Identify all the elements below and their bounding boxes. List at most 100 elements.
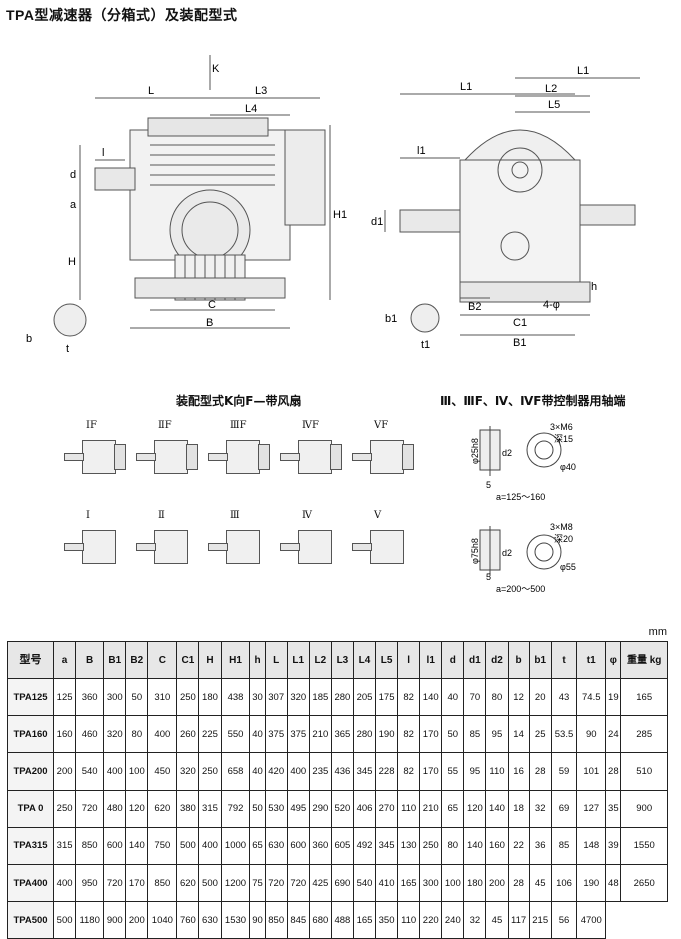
reducer-box [298, 440, 332, 474]
table-cell: 24 [605, 715, 622, 754]
table-cell: 170 [419, 752, 443, 791]
fan-cover [186, 444, 198, 470]
table-cell: 110 [397, 901, 421, 939]
table-cell: 50 [441, 715, 465, 754]
table-cell: 39 [605, 826, 622, 865]
table-cell: 4700 [576, 901, 607, 939]
table-cell: 436 [330, 752, 354, 791]
table-cell: 375 [286, 715, 310, 754]
table-cell: 36 [528, 826, 552, 865]
reducer-box [82, 530, 116, 564]
dim-b: b [26, 333, 32, 345]
lower-depth: 深20 [554, 534, 573, 544]
shaft [208, 453, 228, 461]
table-cell: 32 [528, 789, 552, 828]
table-cell: 40 [249, 752, 266, 791]
table-cell: 228 [375, 752, 399, 791]
reducer-box [226, 530, 260, 564]
dim-l: l [102, 147, 104, 159]
table-cell: 280 [330, 677, 354, 717]
assembly-type-label: Ⅲ [230, 510, 240, 521]
model-cell: TPA160 [6, 715, 55, 754]
table-cell: 792 [220, 789, 251, 828]
table-cell: 420 [264, 752, 288, 791]
assembly-type-label: Ⅱ [158, 510, 165, 521]
table-cell: 690 [330, 863, 354, 903]
shaft [136, 453, 156, 461]
table-cell: 1550 [620, 826, 668, 865]
table-cell: 160 [485, 826, 509, 865]
fan-cover [114, 444, 126, 470]
table-cell: 140 [125, 826, 149, 865]
table-cell: 170 [125, 863, 149, 903]
lower-range: a=200～500 [496, 584, 545, 594]
column-header: B [75, 641, 105, 679]
lower-d2: d2 [502, 548, 512, 558]
table-cell: 200 [53, 752, 77, 791]
table-cell: 160 [53, 715, 77, 754]
table-cell: 175 [375, 677, 399, 717]
table-cell: 320 [286, 677, 310, 717]
table-cell: 495 [286, 789, 310, 828]
lower-pcd: φ55 [560, 562, 576, 572]
table-cell: 1530 [220, 901, 251, 939]
table-cell: 225 [198, 715, 222, 754]
table-cell: 43 [550, 677, 578, 717]
assembly-type-label: Ⅰ [86, 510, 90, 521]
table-cell: 1180 [75, 901, 105, 939]
table-cell: 190 [375, 715, 399, 754]
model-cell: TPA125 [6, 677, 55, 717]
model-cell: TPA200 [6, 752, 55, 791]
table-cell: 210 [308, 715, 332, 754]
table-cell: 500 [176, 826, 200, 865]
column-header: t1 [576, 641, 607, 679]
table-cell: 350 [375, 901, 399, 939]
table-cell: 400 [286, 752, 310, 791]
dim-h: h [591, 281, 597, 293]
dim-d1: d1 [371, 216, 383, 228]
table-cell: 550 [220, 715, 251, 754]
table-cell: 140 [419, 677, 443, 717]
table-cell: 1040 [147, 901, 178, 939]
assembly-type-label: ⅣF [302, 420, 319, 431]
table-cell: 170 [419, 715, 443, 754]
column-header: B1 [103, 641, 127, 679]
table-cell: 345 [375, 826, 399, 865]
table-cell: 450 [147, 752, 178, 791]
assembly-type-5: Ⅴ [348, 510, 418, 580]
table-cell: 165 [397, 863, 421, 903]
table-cell: 125 [53, 677, 77, 717]
arrow-k-label: K [212, 63, 220, 75]
column-header: 重量 kg [620, 641, 668, 679]
dim-L1: L1 [460, 81, 472, 93]
table-cell: 250 [198, 752, 222, 791]
assembly-caption: 装配型式K向F—带风扇 [176, 394, 302, 408]
assembly-type-fan-2: ⅡF [132, 420, 202, 490]
model-cell: TPA315 [6, 826, 55, 865]
table-cell: 630 [264, 826, 288, 865]
table-cell: 90 [249, 901, 266, 939]
table-cell: 45 [528, 863, 552, 903]
reducer-box [370, 530, 404, 564]
table-cell: 260 [176, 715, 200, 754]
column-header: L5 [375, 641, 399, 679]
column-header: l [397, 641, 421, 679]
table-cell: 100 [441, 863, 465, 903]
table-cell: 1000 [220, 826, 251, 865]
table-cell: 28 [528, 752, 552, 791]
fan-cover [330, 444, 342, 470]
table-cell: 900 [103, 901, 127, 939]
lower-len: 5 [486, 572, 491, 582]
reducer-box [370, 440, 404, 474]
table-cell: 110 [485, 752, 509, 791]
table-cell: 205 [352, 677, 377, 717]
upper-range: a=125～160 [496, 492, 545, 502]
column-header: 型号 [6, 641, 55, 679]
table-cell: 280 [352, 715, 377, 754]
dim-C1: C1 [513, 317, 527, 329]
